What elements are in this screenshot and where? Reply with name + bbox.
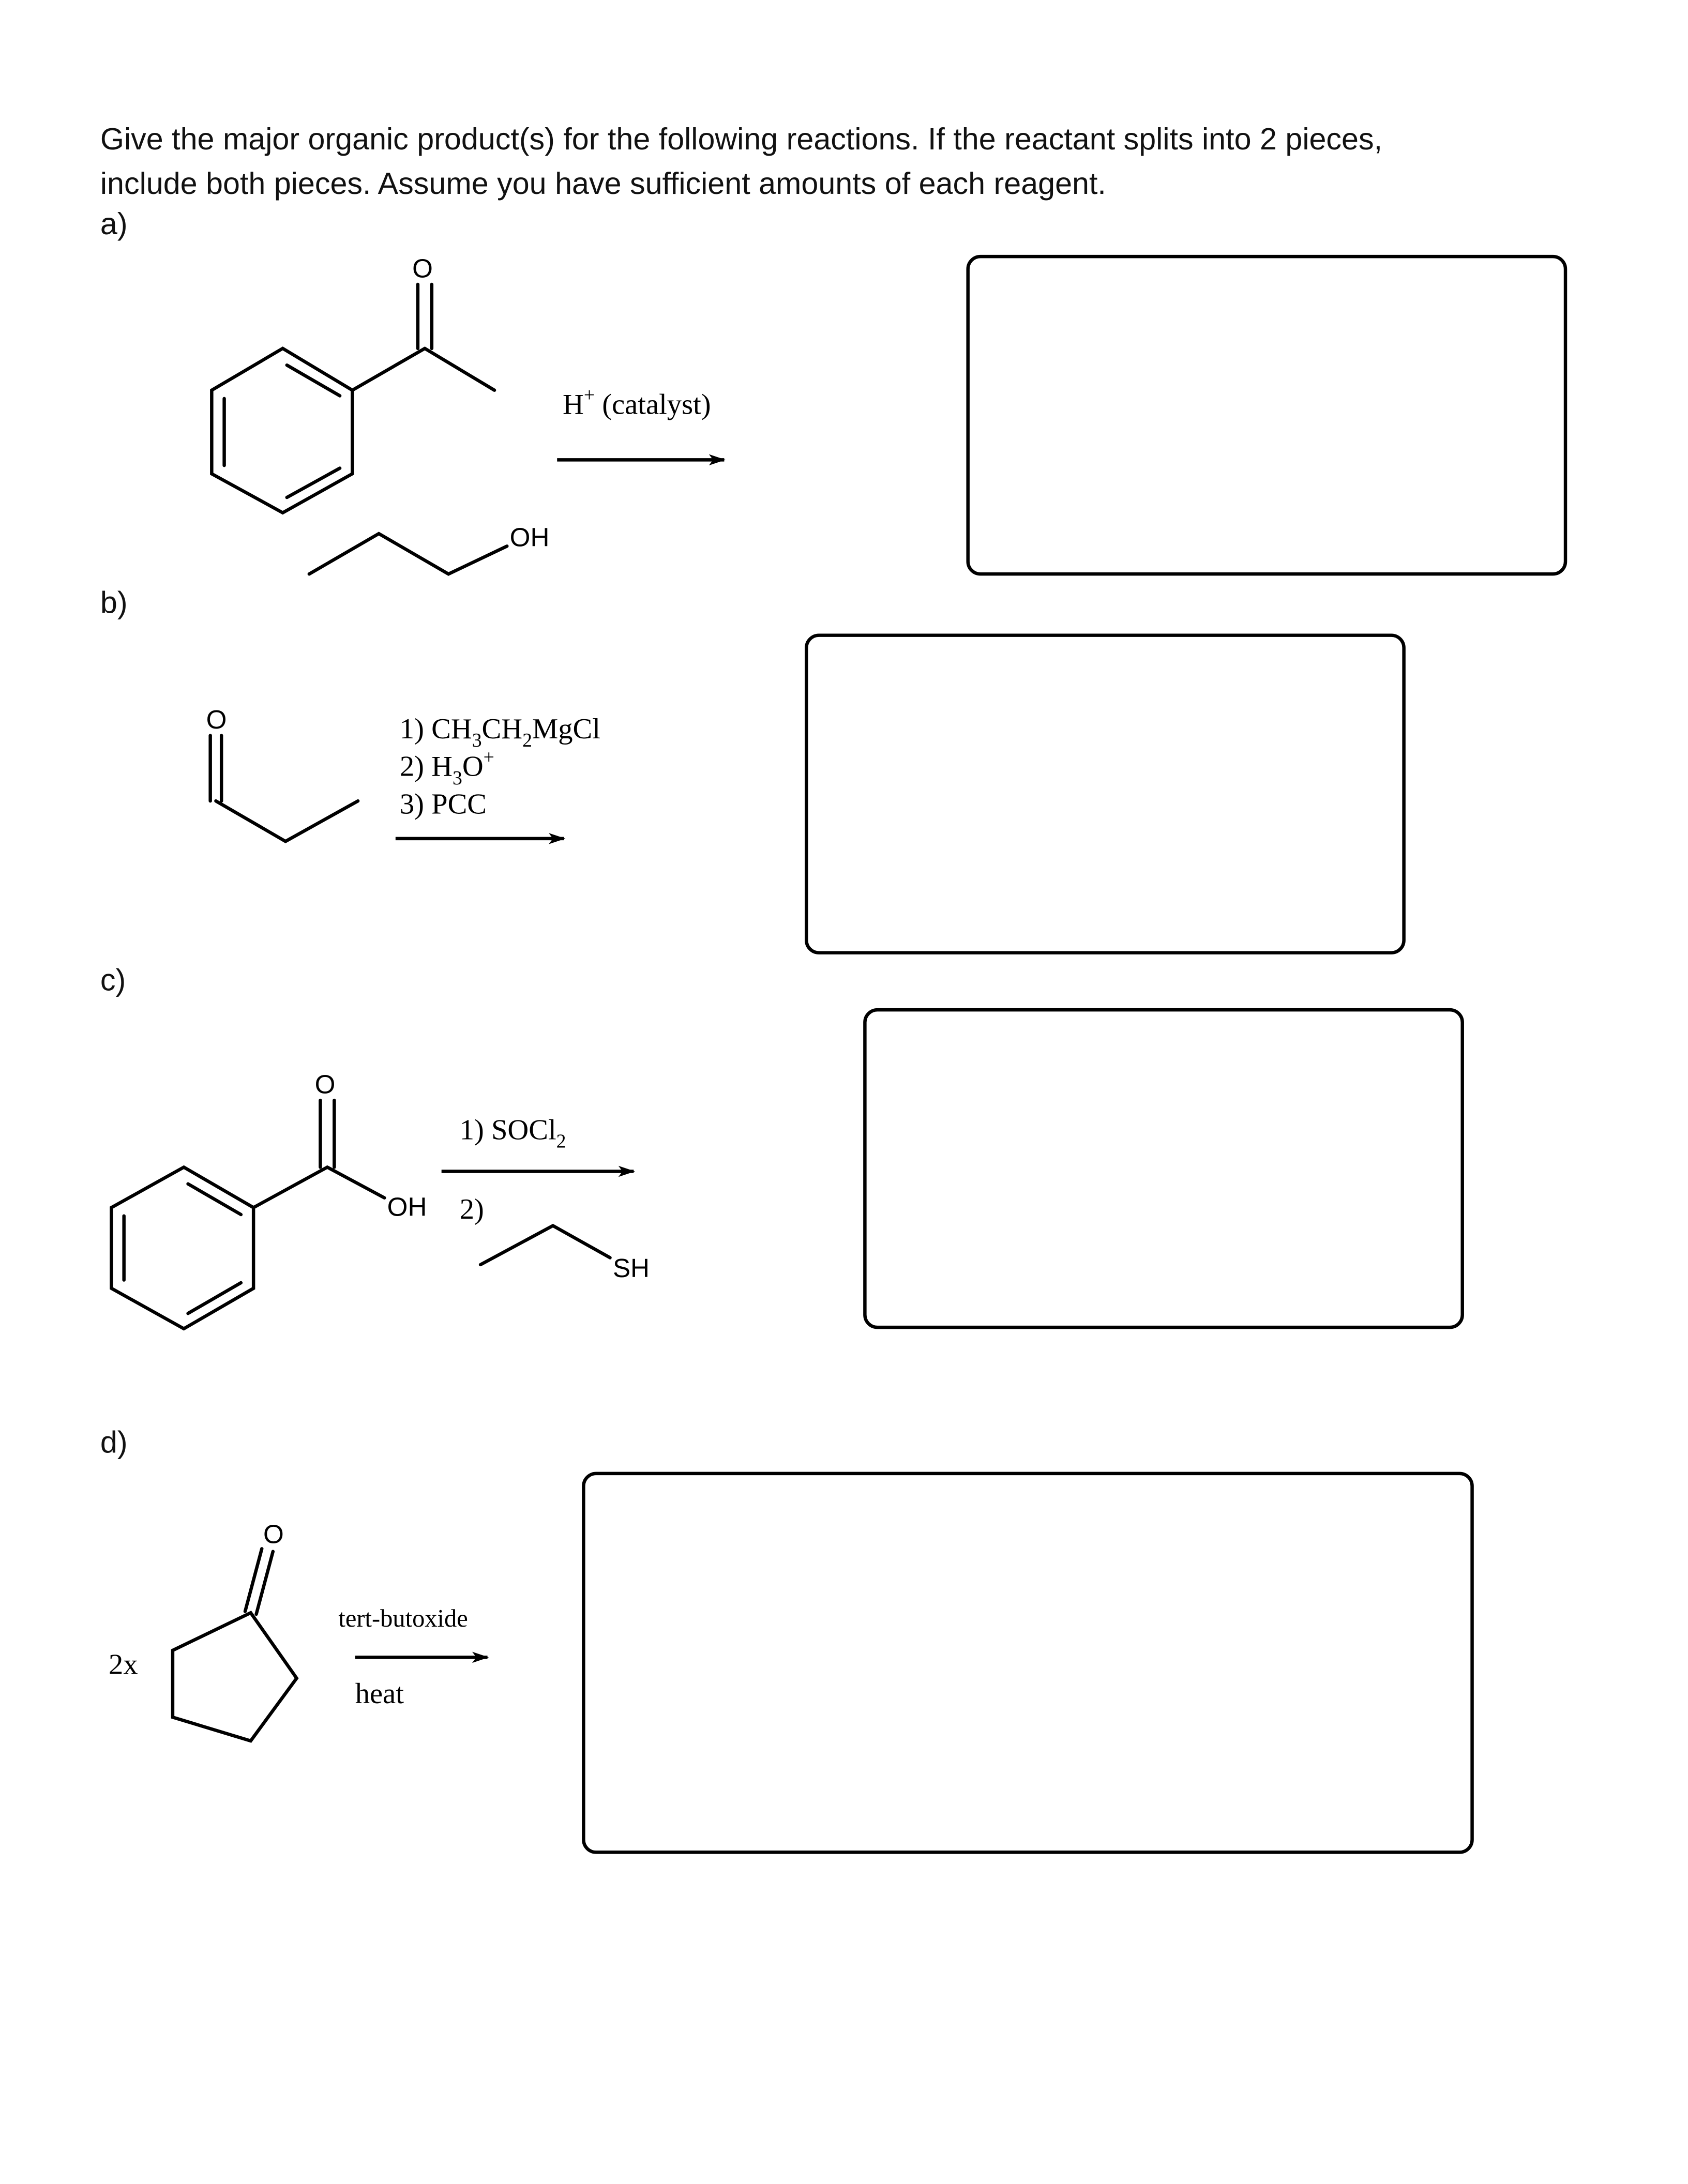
reagent-d-base: tert-butoxide [338, 1605, 468, 1632]
atom-o: O [263, 1520, 284, 1549]
reagent-c-step2: 2) [460, 1193, 484, 1225]
benzoic-acid-structure: O OH [110, 1070, 427, 1331]
problem-b: b) O 1) CH3CH2MgCl 2) H3O+ 3) PCC [100, 585, 1406, 954]
cyclopentanone-structure: O [171, 1520, 299, 1743]
propanol-structure: OH [307, 522, 550, 576]
answer-box-c[interactable] [863, 1008, 1464, 1329]
reagent-a: H+ (catalyst) [563, 384, 711, 420]
problem-d-label: d) [100, 1425, 128, 1460]
ethanethiol-structure: SH [478, 1223, 650, 1283]
problem-c-label: c) [100, 962, 126, 997]
problem-a: a) O OH H+ (catalyst) [100, 206, 1568, 576]
instruction-line-1: Give the major organic product(s) for th… [100, 122, 1382, 156]
reagent-b-step2: 2) H3O+ [400, 746, 494, 788]
problem-a-label: a) [100, 206, 128, 241]
reagent-b-step1: 1) CH3CH2MgCl [400, 713, 600, 751]
answer-box-d[interactable] [582, 1472, 1474, 1854]
atom-oh: OH [387, 1192, 427, 1222]
reagent-c-step1: 1) SOCl2 [460, 1114, 566, 1152]
atom-oh: OH [510, 522, 550, 552]
answer-box-a[interactable] [966, 254, 1568, 576]
reagent-b-step3: 3) PCC [400, 788, 487, 820]
atom-o: O [315, 1070, 336, 1099]
reagent-d-heat: heat [355, 1678, 404, 1710]
problem-c: c) O OH 1) SOCl2 2) SH [100, 962, 1464, 1331]
atom-o: O [206, 705, 227, 734]
problem-d: d) 2x O tert-butoxide heat [100, 1425, 1474, 1854]
acetophenone-structure: O [210, 254, 496, 515]
instruction-line-2: include both pieces. Assume you have suf… [100, 166, 1106, 201]
atom-o: O [412, 254, 433, 283]
multiplier-2x: 2x [109, 1649, 138, 1681]
propanal-structure: O [206, 705, 360, 843]
atom-sh: SH [613, 1253, 650, 1283]
answer-box-b[interactable] [805, 633, 1406, 954]
problem-b-label: b) [100, 585, 128, 620]
